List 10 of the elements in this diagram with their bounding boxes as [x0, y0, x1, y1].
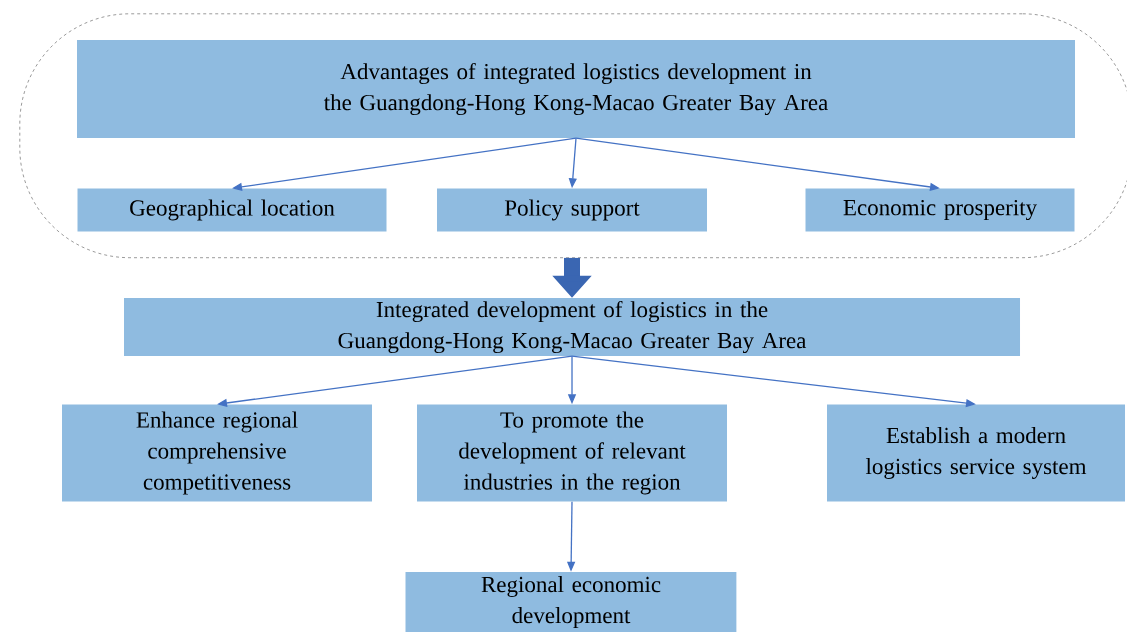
- dashed-region: [19, 13, 1127, 258]
- text-box: Economic prosperity: [805, 188, 1075, 232]
- text-box: To promote the development of relevant industries in the region: [417, 404, 727, 502]
- text-box: Regional economic development: [405, 572, 737, 632]
- text-box: Establish a modern logistics service system: [827, 404, 1125, 502]
- text-box: Enhance regional comprehensive competitiveness: [62, 404, 372, 502]
- text-box: Integrated development of logistics in the Guangdong-Hong Kong-Macao Greater Bay Area: [124, 298, 1020, 356]
- text-box: Policy support: [437, 188, 707, 232]
- text-box: Geographical location: [77, 188, 387, 232]
- text-box: Advantages of integrated logistics development in the Guangdong-Hong Kong-Macao Greater Bay Area: [77, 40, 1075, 138]
